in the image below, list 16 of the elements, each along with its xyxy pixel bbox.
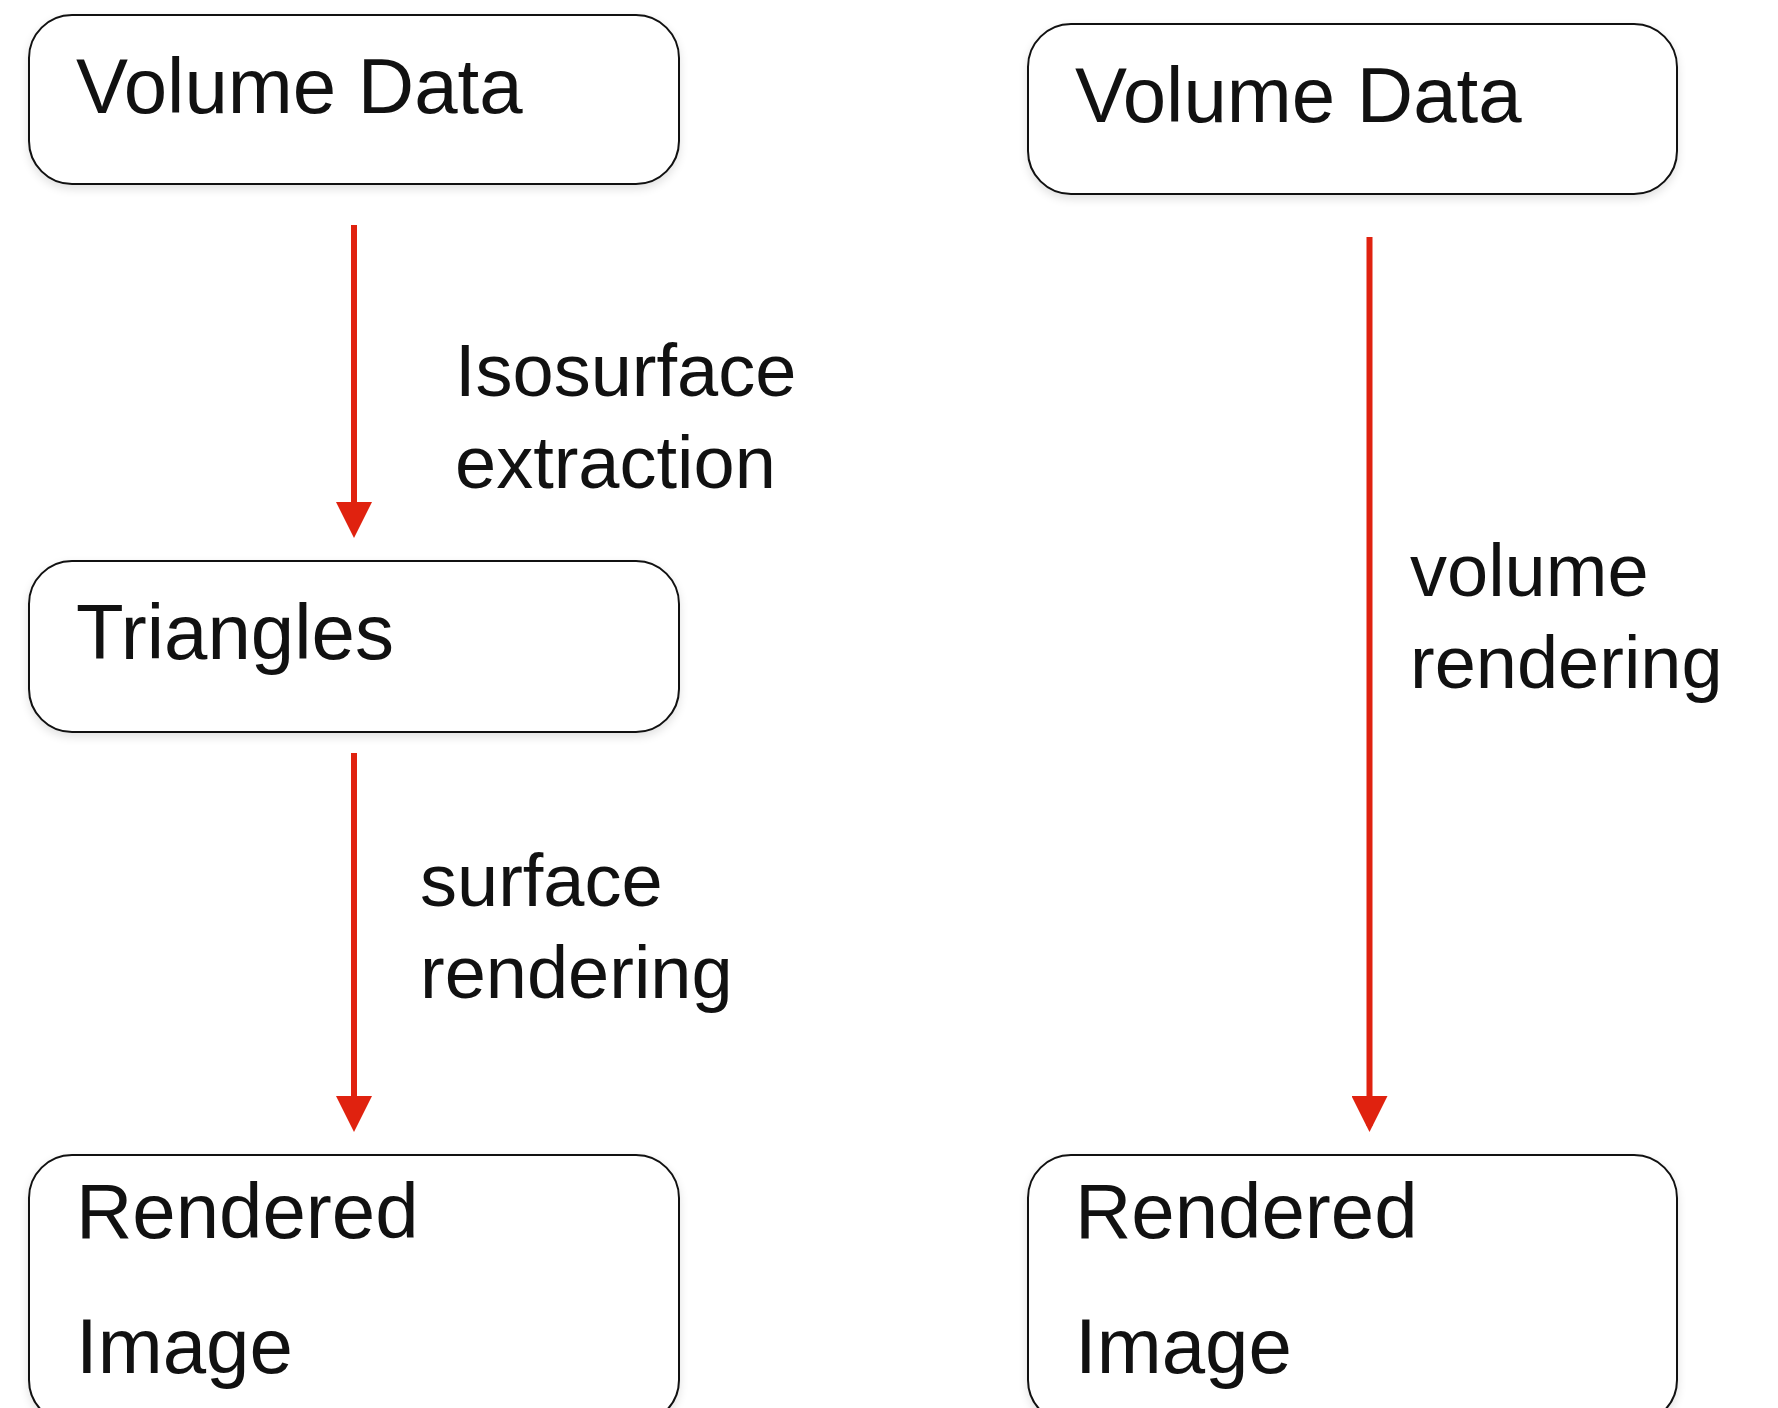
edge-label: volume rendering (1410, 528, 1724, 706)
process-box (1027, 23, 1678, 195)
node-label: Triangles (76, 590, 395, 676)
process-box (28, 1154, 680, 1408)
process-box (1027, 1154, 1678, 1408)
node-label: Volume Data (76, 44, 524, 130)
node-label: Volume Data (1075, 53, 1523, 139)
node-label: Rendered Image (1075, 1166, 1419, 1392)
edge-label: surface rendering (420, 838, 734, 1016)
edge-label: Isosurface extraction (455, 328, 798, 506)
node-label: Rendered Image (76, 1166, 420, 1392)
arrow (336, 225, 372, 538)
arrow (336, 753, 372, 1132)
arrow (1351, 237, 1388, 1132)
process-box (28, 14, 680, 185)
process-box (28, 560, 680, 733)
